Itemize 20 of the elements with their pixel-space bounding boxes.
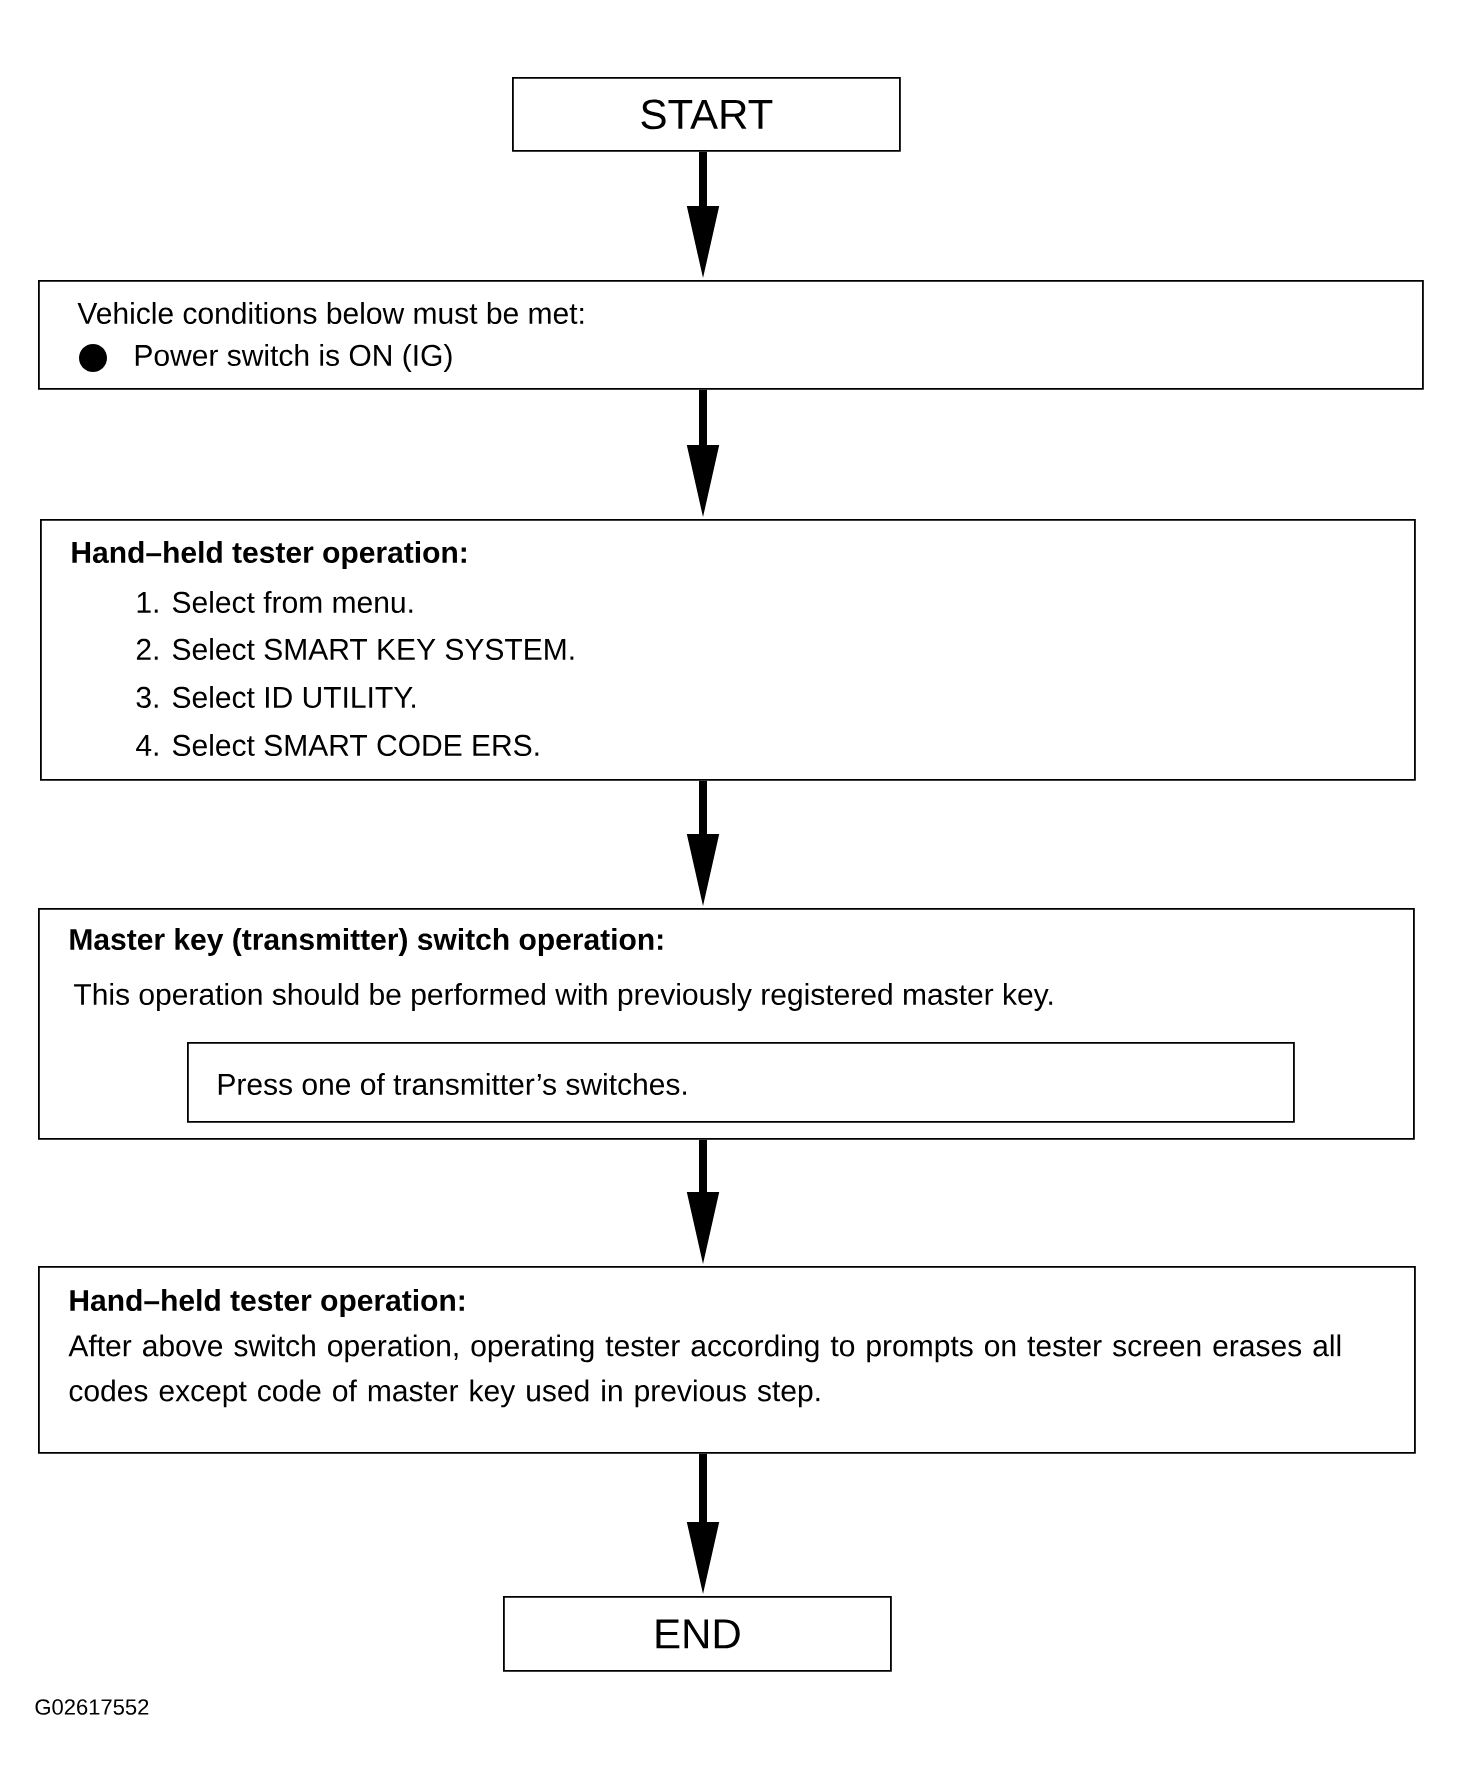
step-text: 4. Select SMART CODE ERS.: [136, 734, 539, 756]
terminal-box: END: [503, 1596, 892, 1672]
step-text: 2. Select SMART KEY SYSTEM.: [136, 638, 574, 660]
process-box: [38, 1266, 1416, 1454]
step-text: 1. Select from menu.: [137, 591, 413, 613]
step-text: Vehicle conditions below must be met:: [77, 302, 584, 324]
process-box: [38, 908, 1415, 1140]
process-box: [38, 280, 1424, 390]
terminal-box: START: [512, 77, 901, 152]
heading-text: Hand–held tester operation:: [70, 1289, 464, 1317]
step-text: 3. Select ID UTILITY.: [136, 686, 415, 708]
step-text: Press one of transmitter’s switches.: [218, 1073, 686, 1095]
process-box: [40, 519, 1416, 781]
step-text: This operation should be performed with previously registered master key.: [74, 983, 1053, 1011]
body-text: After above switch operation, operating tester according to prompts on tester screen erases all codes except code of master key used in previous step.: [68, 1334, 1341, 1408]
figure-code: G02617552: [35, 1699, 149, 1715]
heading-text: Master key (transmitter) switch operation:: [70, 928, 663, 956]
note-box: [187, 1042, 1295, 1123]
heading-text: Hand–held tester operation:: [72, 541, 466, 569]
bullet-text: Power switch is ON (IG): [79, 344, 452, 372]
